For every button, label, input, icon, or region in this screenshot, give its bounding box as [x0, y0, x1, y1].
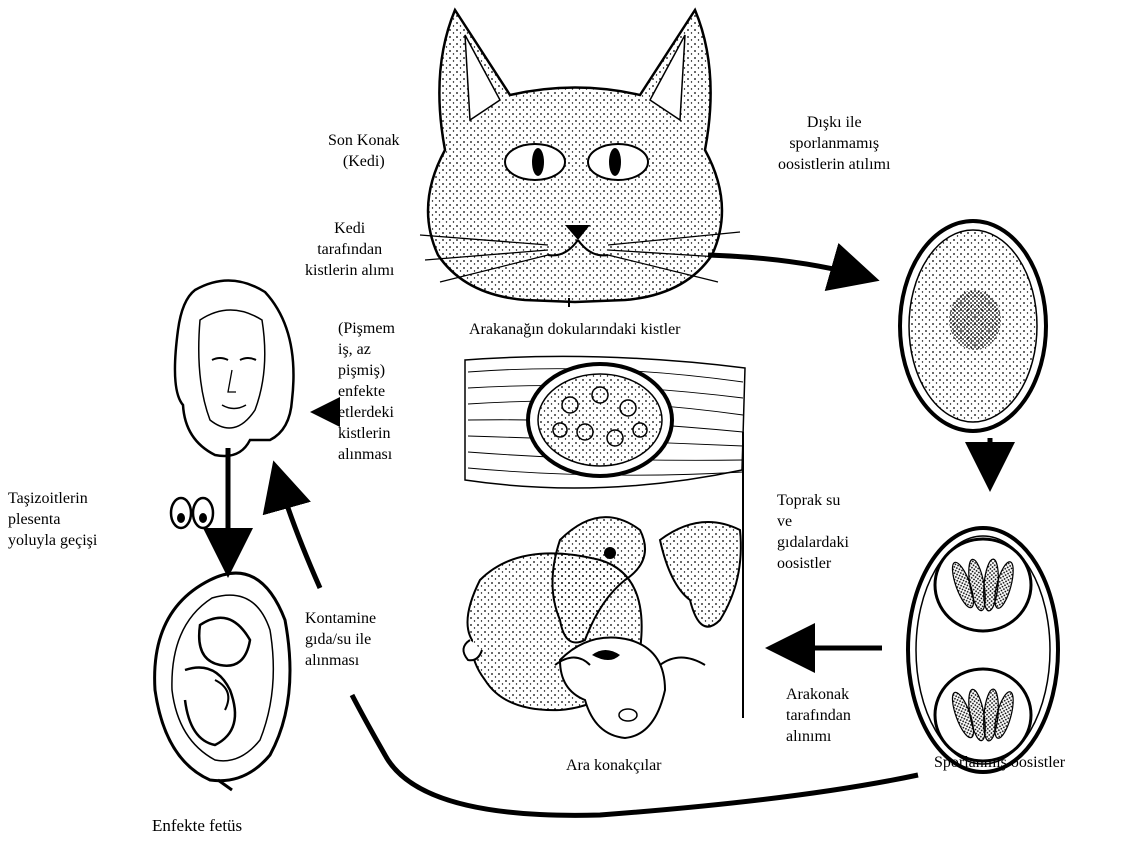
cat-head-illustration [420, 10, 740, 302]
sporulated-oocyst-illustration [908, 528, 1058, 772]
muscle-cyst-illustration [465, 356, 745, 488]
fetus-illustration [155, 573, 290, 790]
label-sporulated-oocysts: Sporlanmış oosistler [934, 752, 1065, 773]
tachyzoite-illustration [171, 498, 213, 528]
label-tissue-cysts: Arakanağın dokularındaki kistler [469, 319, 681, 340]
label-definitive-host: Son Konak(Kedi) [328, 130, 400, 172]
intermediate-hosts-illustration [463, 517, 740, 738]
woman-illustration [175, 280, 294, 456]
label-intermediate-hosts: Ara konakçılar [566, 755, 662, 776]
unsporulated-oocyst-illustration [900, 221, 1046, 431]
arrow-ingestion-to-woman [276, 470, 320, 588]
arrow-cat-to-oocyst [708, 255, 870, 278]
label-infected-fetus: Enfekte fetüs [152, 815, 242, 836]
